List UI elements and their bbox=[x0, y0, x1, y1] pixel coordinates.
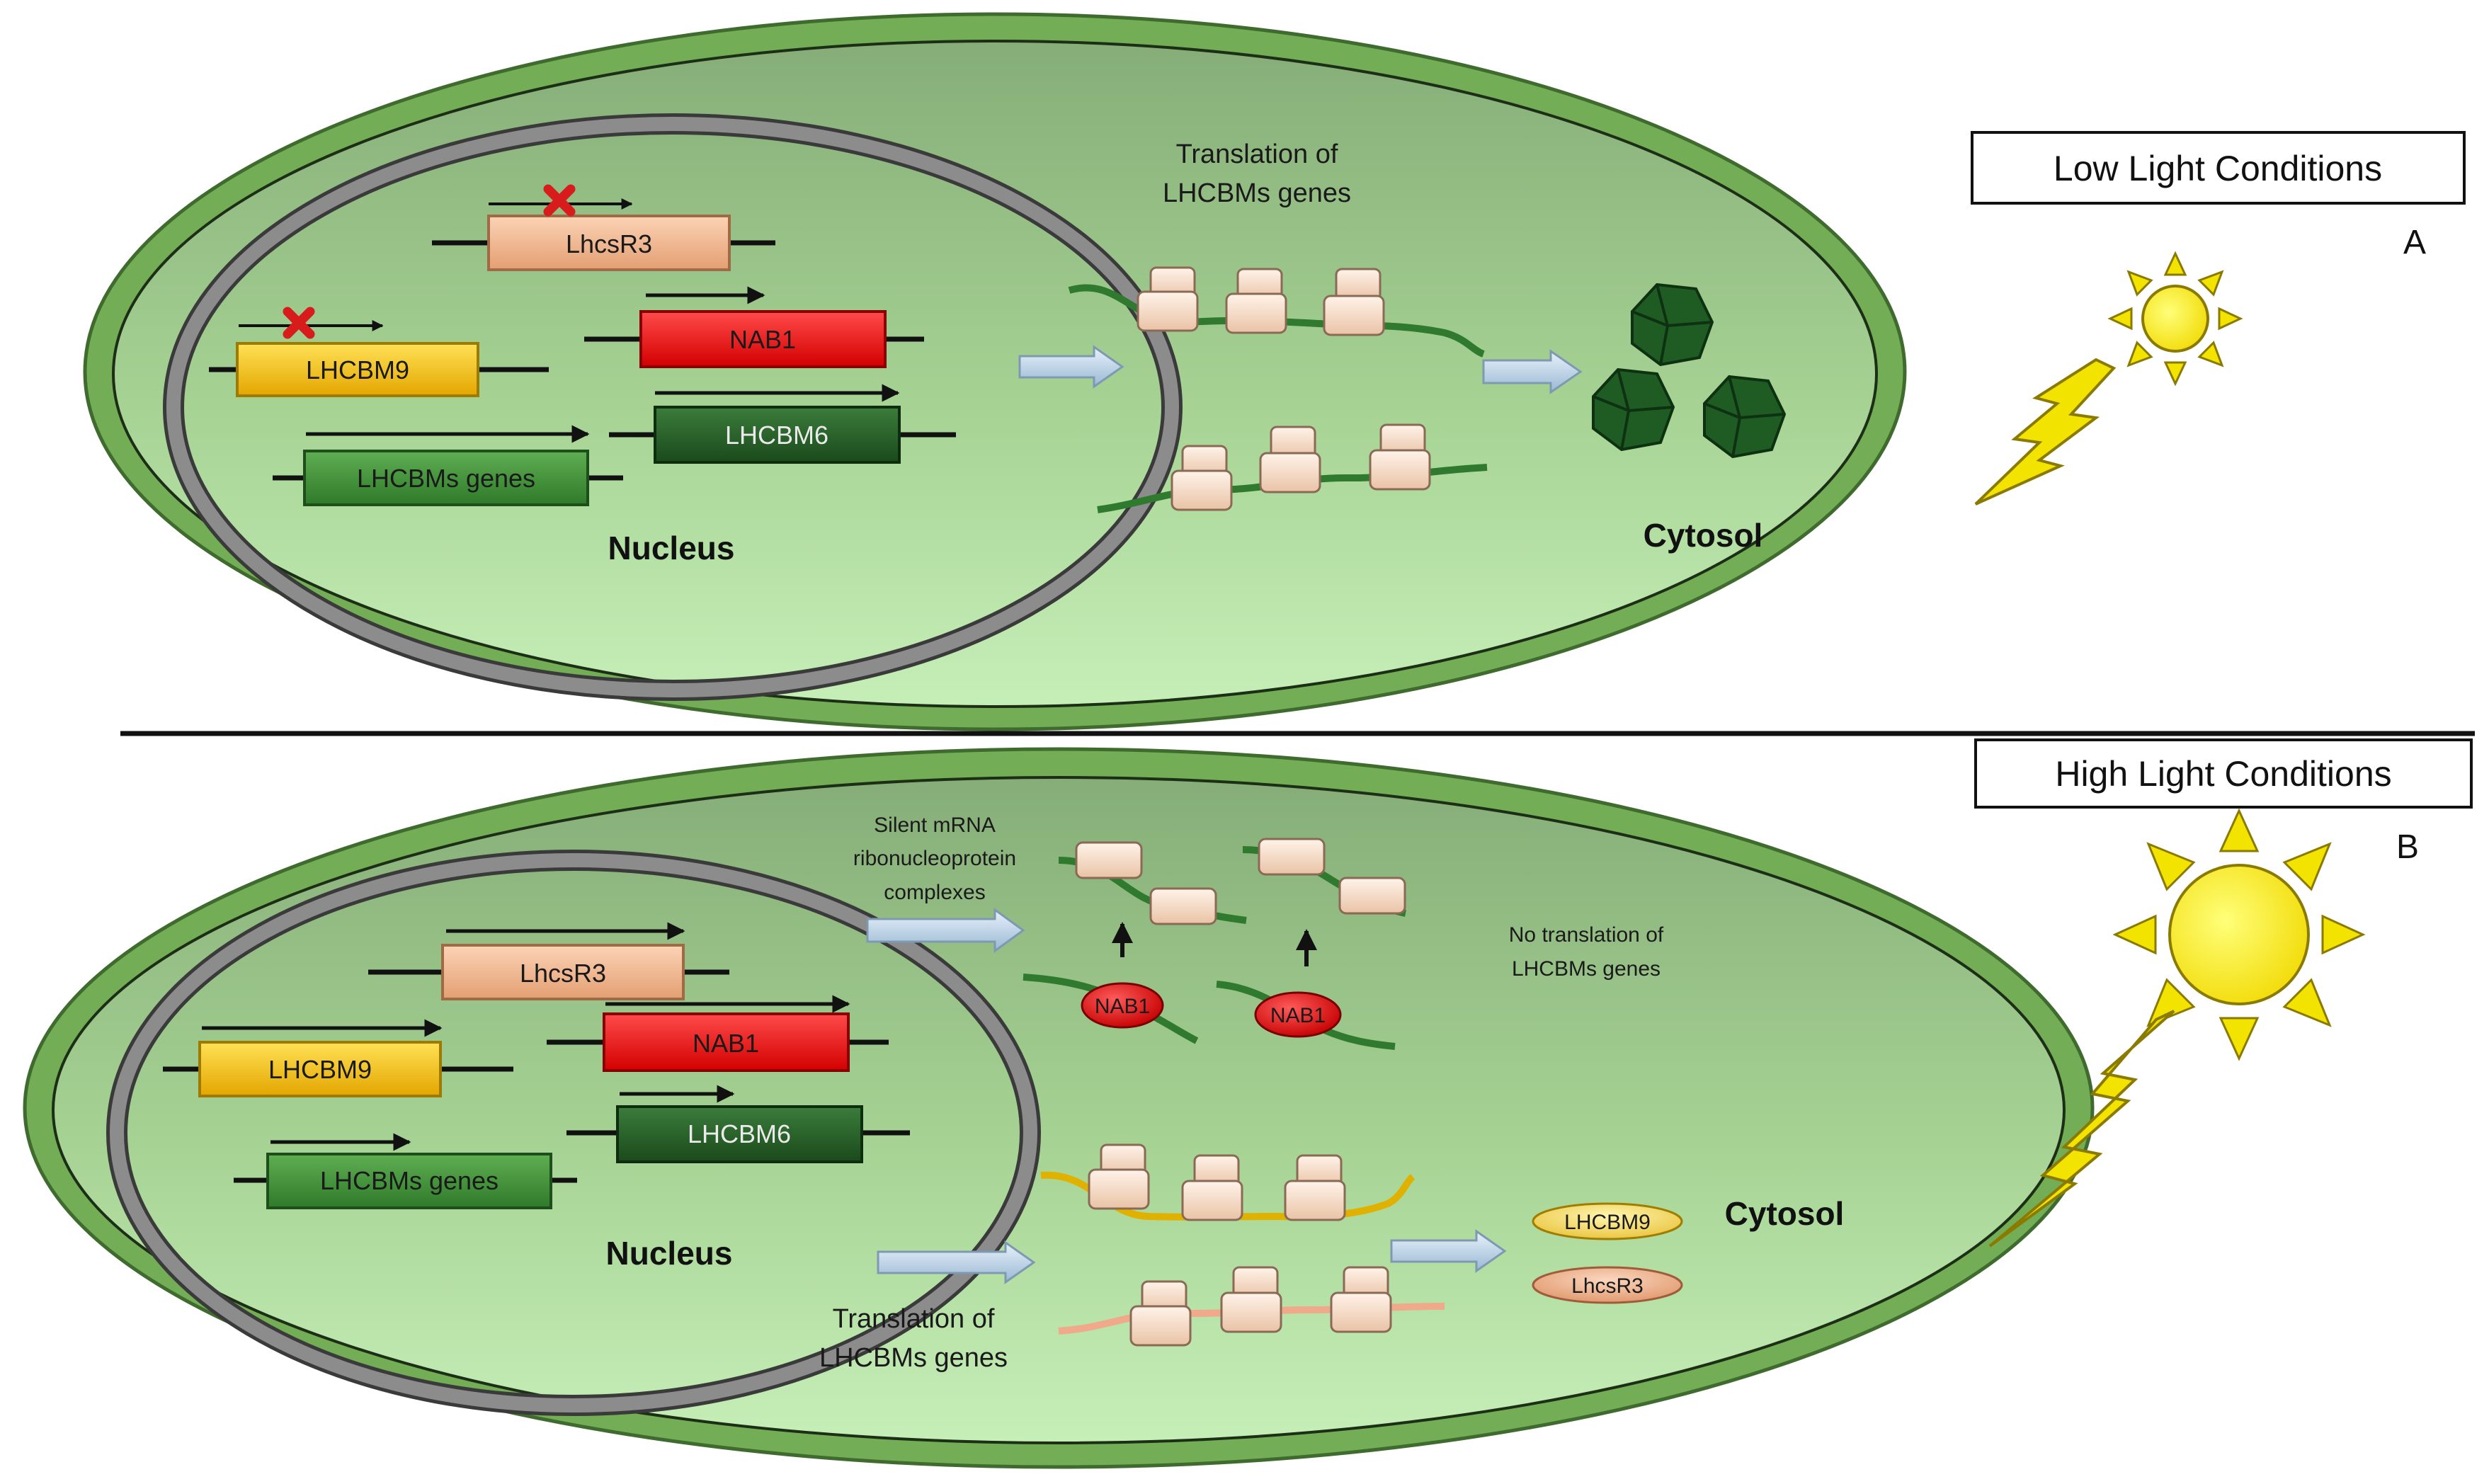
gene-lhcbms-a-label: LHCBMs genes bbox=[357, 464, 535, 493]
gene-lhcbm6-a: LHCBM6 bbox=[609, 384, 956, 464]
lightning-bolt-icon bbox=[1988, 1010, 2175, 1248]
silent-caption-line1: Silent mRNA bbox=[874, 814, 996, 837]
gene-nab1-b: NAB1 bbox=[547, 995, 889, 1072]
gene-lhcbms-b-label: LHCBMs genes bbox=[320, 1166, 499, 1195]
gene-lhcsr3-a: LhcsR3 bbox=[432, 184, 775, 271]
gene-nab1-b-label: NAB1 bbox=[693, 1029, 759, 1058]
nab1-protein-label: NAB1 bbox=[1095, 995, 1150, 1018]
gene-lhcbms-a: LHCBMs genes bbox=[273, 425, 623, 506]
gene-nab1-a: NAB1 bbox=[584, 286, 924, 368]
ribosome bbox=[1284, 1154, 1346, 1221]
gene-lhcbm6-b-label: LHCBM6 bbox=[688, 1119, 791, 1148]
product-lhcbm9-label: LHCBM9 bbox=[1564, 1211, 1651, 1234]
ribosome bbox=[1088, 1143, 1150, 1210]
ribosome bbox=[1220, 1266, 1282, 1333]
gene-lhcsr3-a-label: LhcsR3 bbox=[566, 229, 652, 258]
translation-caption-a-line1: Translation of bbox=[1176, 139, 1338, 169]
condition-label-a: Low Light Conditions bbox=[2054, 149, 2382, 188]
blocked-x-icon bbox=[543, 184, 576, 217]
nab1-protein: NAB1 bbox=[1254, 991, 1342, 1038]
process-arrow-a1 bbox=[1018, 345, 1124, 389]
ribosome bbox=[1338, 877, 1406, 915]
ribosome bbox=[1369, 423, 1431, 491]
gene-lhcbm9-a-label: LHCBM9 bbox=[306, 355, 409, 384]
process-arrow-b1 bbox=[866, 908, 1025, 953]
nab1-protein: NAB1 bbox=[1081, 982, 1164, 1029]
ribosome bbox=[1129, 1280, 1192, 1347]
sun-icon bbox=[2107, 251, 2243, 387]
no-translation-line2: LHCBMs genes bbox=[1512, 957, 1661, 981]
lightning-bolt-icon bbox=[1974, 358, 2117, 506]
cytosol-label-b: Cytosol bbox=[1725, 1195, 1845, 1232]
mrna-strand bbox=[1068, 284, 1485, 358]
ribosome bbox=[1225, 268, 1287, 334]
silent-caption-line3: complexes bbox=[884, 881, 985, 904]
cytosol-label-a: Cytosol bbox=[1644, 517, 1763, 554]
product-lhcsr3-label: LhcsR3 bbox=[1571, 1274, 1644, 1298]
blocked-x-icon bbox=[283, 307, 315, 339]
gene-lhcbm6-b: LHCBM6 bbox=[566, 1085, 910, 1163]
condition-box-a bbox=[1971, 131, 2466, 205]
gene-lhcsr3-b: LhcsR3 bbox=[368, 922, 729, 1000]
folded-protein-icon bbox=[1592, 367, 1675, 452]
product-lhcsr3: LhcsR3 bbox=[1532, 1266, 1683, 1304]
gene-lhcsr3-b-label: LhcsR3 bbox=[520, 959, 606, 988]
ribosome bbox=[1258, 838, 1326, 876]
ribosome bbox=[1259, 426, 1321, 493]
ribosome bbox=[1149, 887, 1217, 925]
ribosome bbox=[1181, 1154, 1243, 1221]
nucleus-label-a: Nucleus bbox=[608, 530, 735, 566]
silent-caption-line2: ribonucleoprotein bbox=[853, 847, 1016, 870]
panel-a: LhcsR3 LHCBM9 NAB1 LHCBM6 bbox=[83, 12, 2466, 731]
nucleus-label-b: Nucleus bbox=[606, 1235, 733, 1272]
folded-protein-icon bbox=[1703, 375, 1787, 459]
folded-protein-icon bbox=[1631, 282, 1714, 367]
ribosome bbox=[1323, 268, 1385, 336]
process-arrow-b2 bbox=[877, 1240, 1036, 1284]
gene-lhcbms-b: LHCBMs genes bbox=[234, 1133, 577, 1209]
condition-label-b: High Light Conditions bbox=[2055, 754, 2391, 794]
translation-caption-b-line2: LHCBMs genes bbox=[819, 1343, 1008, 1373]
product-lhcbm9: LHCBM9 bbox=[1532, 1202, 1683, 1240]
ribosome bbox=[1171, 445, 1233, 511]
panel-b: LhcsR3 LHCBM9 NAB1 LHCBM6 LHCBMs bbox=[23, 738, 2473, 1469]
nab1-protein-label: NAB1 bbox=[1270, 1004, 1326, 1027]
no-translation-line1: No translation of bbox=[1509, 923, 1664, 947]
panel-letter-b: B bbox=[2396, 828, 2419, 866]
cytoplasm-b bbox=[52, 776, 2066, 1444]
gene-lhcbm6-a-label: LHCBM6 bbox=[725, 421, 828, 450]
ribosome bbox=[1075, 841, 1143, 879]
gene-lhcbm9-a: LHCBM9 bbox=[209, 307, 549, 397]
ribosome bbox=[1137, 266, 1199, 332]
gene-nab1-a-label: NAB1 bbox=[729, 325, 796, 354]
process-arrow-a2 bbox=[1482, 349, 1583, 394]
process-arrow-b3 bbox=[1390, 1229, 1507, 1273]
translation-caption-b-line1: Translation of bbox=[833, 1304, 995, 1334]
panel-letter-a: A bbox=[2403, 224, 2426, 261]
translation-caption-a-line2: LHCBMs genes bbox=[1163, 178, 1351, 208]
gene-lhcbm9-b: LHCBM9 bbox=[163, 1019, 513, 1097]
ribosome bbox=[1330, 1266, 1392, 1333]
gene-lhcbm9-b-label: LHCBM9 bbox=[268, 1055, 372, 1084]
condition-box-b bbox=[1974, 738, 2473, 809]
sun-icon bbox=[2112, 808, 2366, 1061]
